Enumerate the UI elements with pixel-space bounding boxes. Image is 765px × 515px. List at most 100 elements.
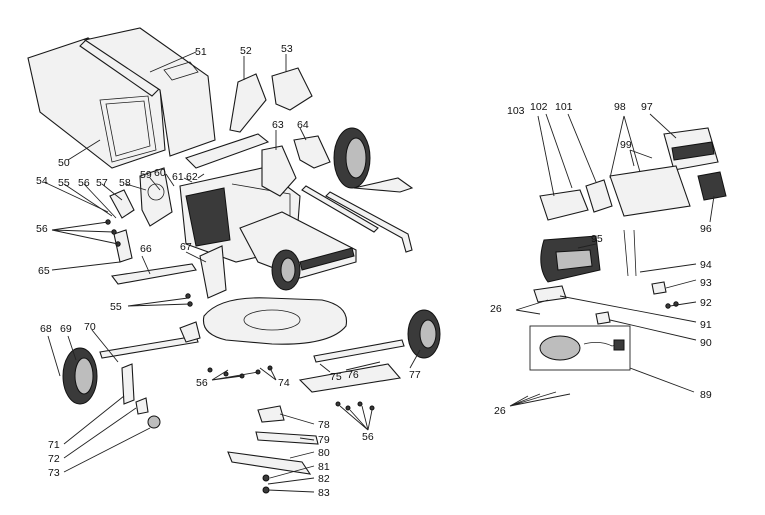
label-102: 102 [530,101,548,113]
label-76: 76 [347,369,359,381]
label-72: 72 [48,453,60,465]
label-56-top: 56 [78,177,90,189]
front-wheel-center [271,249,301,291]
rear-wheel-right [333,127,371,189]
label-101: 101 [555,101,573,113]
battery-cover-grip [671,141,715,161]
label-80: 80 [318,447,330,459]
label-75: 75 [330,371,342,383]
rear-flap-bracket [271,67,313,111]
label-99: 99 [620,139,632,151]
battery-latch [697,171,727,201]
label-81: 81 [318,461,330,473]
key-holder [651,281,667,295]
rear-wheel-left [62,347,98,405]
label-62: 62 [186,171,198,183]
side-plate-hole [147,183,165,201]
mulch-plug [199,245,227,299]
label-26-bottom: 26 [494,405,506,417]
battery-compartment [609,165,691,217]
label-95: 95 [591,233,603,245]
side-cover-strip [184,133,270,169]
label-55-mid: 55 [110,301,122,313]
blade-washer [262,474,270,482]
axle-nut [147,415,161,429]
fan-blade [255,431,319,445]
label-73: 73 [48,467,60,479]
safety-clip [533,285,567,303]
label-77: 77 [409,369,421,381]
vent-grille [585,179,613,213]
label-59: 59 [140,169,152,181]
front-axle [313,339,405,363]
label-96: 96 [700,223,712,235]
side-plate [139,167,173,227]
label-61: 61 [172,171,184,183]
label-89: 89 [700,389,712,401]
rear-flap [229,73,267,133]
label-50: 50 [58,157,70,169]
front-wheel-right [407,309,441,359]
label-55-top: 55 [58,177,70,189]
label-83: 83 [318,487,330,499]
label-67: 67 [180,241,192,253]
label-60: 60 [154,167,166,179]
sensor-plate [595,311,611,325]
motor-unit [539,335,581,361]
label-26-top: 26 [490,303,502,315]
rear-guard-flap [111,263,197,285]
deck-motor-opening [243,309,301,331]
label-54: 54 [36,175,48,187]
screws-cluster-center [207,365,375,411]
label-65: 65 [38,265,50,277]
label-58: 58 [119,177,131,189]
label-94: 94 [700,259,712,271]
label-52: 52 [240,45,252,57]
label-97: 97 [641,101,653,113]
cutting-deck [202,297,348,345]
label-53: 53 [281,43,293,55]
label-91: 91 [700,319,712,331]
upper-handle-left [301,185,379,233]
switch-cable [623,229,637,277]
label-78: 78 [318,419,330,431]
height-adjust-lever [293,135,331,169]
label-71: 71 [48,439,60,451]
label-98: 98 [614,101,626,113]
label-63: 63 [272,119,284,131]
label-82: 82 [318,473,330,485]
label-50-51: 51 [195,46,207,58]
motor-wires [583,342,623,347]
label-56-center: 56 [196,377,208,389]
switch-bracket [539,189,589,221]
label-66: 66 [140,243,152,255]
handle-bar-grip [353,177,414,193]
axle-washer [135,397,149,415]
label-57: 57 [96,177,108,189]
label-79: 79 [318,434,330,446]
side-latch [113,229,133,263]
label-93: 93 [700,277,712,289]
label-90: 90 [700,337,712,349]
label-74: 74 [278,377,290,389]
grass-catcher-frame [83,27,216,157]
small-screw-a [665,303,671,309]
label-92: 92 [700,297,712,309]
side-bracket-left [109,189,135,219]
part-labels: 51 52 53 50 54 55 56 57 58 59 60 61 62 6… [36,43,712,499]
wheel-height-plate [261,145,297,197]
label-70: 70 [84,321,96,333]
upper-handle-right [325,191,413,253]
label-64: 64 [297,119,309,131]
front-bumper-bar [298,363,402,393]
motor-housing-window [555,249,593,271]
label-56-lower: 56 [362,431,374,443]
axle-spring [121,363,135,405]
lower-handle-frame [239,211,357,279]
label-56-left: 56 [36,223,48,235]
cutting-blade [227,451,312,475]
label-103: 103 [507,105,525,117]
rear-axle [99,335,199,359]
blade-adapter [257,405,285,423]
